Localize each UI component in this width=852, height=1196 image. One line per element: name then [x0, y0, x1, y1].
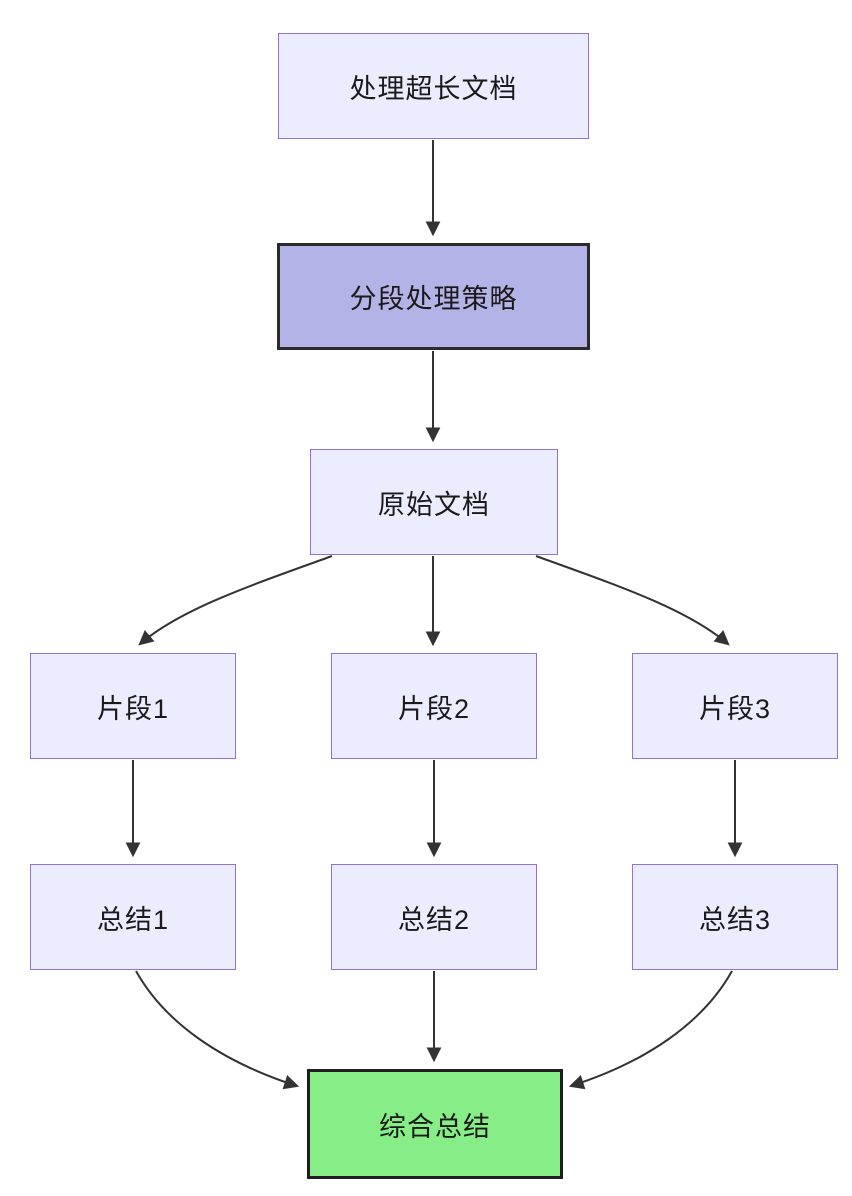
node-original-document: 原始文档 [310, 449, 558, 555]
edge-g-j [135, 970, 300, 1090]
node-label: 处理超长文档 [349, 73, 518, 104]
node-label: 总结2 [397, 904, 471, 935]
node-label: 原始文档 [378, 489, 490, 520]
node-fragment-3: 片段3 [632, 653, 838, 759]
node-label: 总结3 [698, 904, 772, 935]
node-segmentation-strategy: 分段处理策略 [277, 243, 590, 350]
node-label: 综合总结 [379, 1111, 491, 1142]
node-fragment-1: 片段1 [30, 653, 236, 759]
node-summary-1: 总结1 [30, 864, 236, 970]
edge-i-j [568, 970, 733, 1090]
edge-c-f [535, 555, 730, 646]
node-combined-summary: 综合总结 [307, 1069, 563, 1179]
node-label: 片段2 [397, 693, 471, 724]
node-summary-3: 总结3 [632, 864, 838, 970]
node-label: 分段处理策略 [349, 284, 518, 314]
node-fragment-2: 片段2 [331, 653, 537, 759]
node-process-long-document: 处理超长文档 [278, 33, 589, 139]
node-label: 片段1 [96, 693, 170, 724]
node-summary-2: 总结2 [331, 864, 537, 970]
node-label: 片段3 [698, 693, 772, 724]
node-label: 总结1 [96, 904, 170, 935]
edge-c-d [138, 555, 333, 646]
